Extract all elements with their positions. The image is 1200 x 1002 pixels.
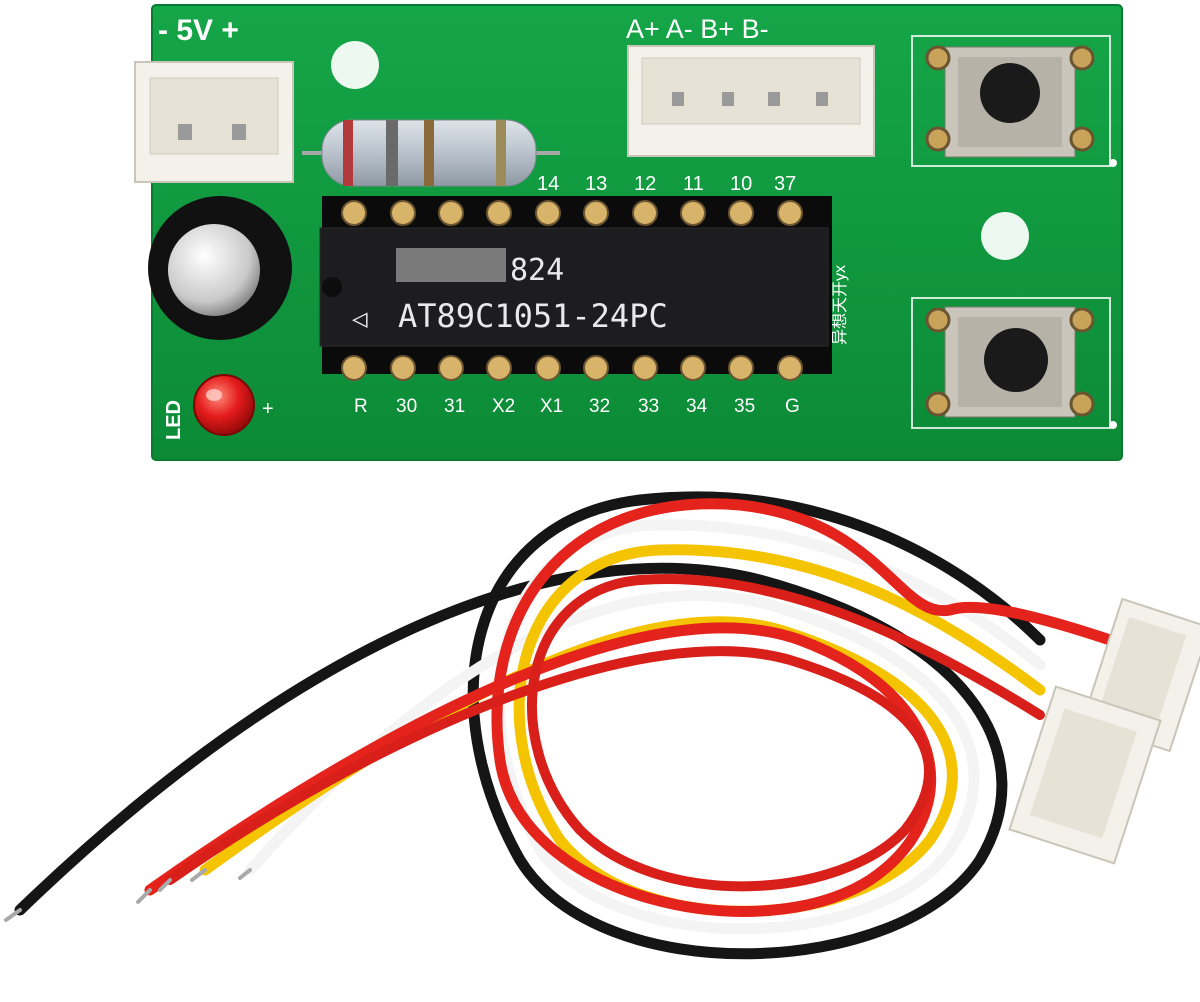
wire-white	[244, 519, 1046, 935]
pin-label: 11	[683, 173, 704, 195]
wire-connector-lower	[1008, 685, 1162, 865]
mounting-hole	[981, 212, 1029, 260]
motor-connector	[627, 45, 875, 157]
top-pin-labels: 14 13 12 11 10 37	[537, 173, 796, 195]
pin-label: 35	[734, 396, 755, 417]
capacitor	[148, 196, 292, 340]
chip-model: AT89C1051-24PC	[398, 297, 668, 335]
wire-red-inner	[165, 574, 1045, 892]
pin-label: X2	[492, 396, 515, 417]
mounting-hole	[331, 41, 379, 89]
chip-mark: ◁	[352, 304, 368, 334]
push-button-bottom	[925, 306, 1095, 418]
pin-label: 10	[730, 173, 752, 195]
pin-label: G	[785, 396, 800, 417]
pin-label: 31	[444, 396, 465, 417]
top-socket-pins	[341, 200, 803, 226]
led-label: LED	[163, 400, 185, 440]
power-connector	[134, 61, 294, 183]
pin-label: R	[354, 396, 368, 417]
ic-chip	[319, 227, 829, 347]
push-button-top	[925, 45, 1095, 158]
led-indicator	[193, 374, 255, 436]
bottom-socket-pins	[341, 355, 803, 381]
pin-label: 33	[638, 396, 659, 417]
pin-label: 13	[585, 173, 607, 195]
pin-label: 32	[589, 396, 610, 417]
pin-label: 12	[634, 173, 656, 195]
pin-label: 30	[396, 396, 417, 417]
ic-socket: 824 ◁ AT89C1051-24PC	[319, 196, 832, 381]
wire-red-outer	[144, 498, 1116, 917]
power-label: - 5V +	[158, 14, 239, 47]
resistor	[302, 119, 560, 187]
led-plus-label: +	[262, 398, 274, 420]
pin-label: 34	[686, 396, 708, 417]
blurred-logo	[396, 248, 506, 282]
pin-label: 14	[537, 173, 559, 195]
pin-label: X1	[540, 396, 563, 417]
side-text: 异想天开yx	[831, 265, 849, 345]
motor-label: A+ A- B+ B-	[626, 14, 769, 44]
pin-label: 37	[774, 173, 796, 195]
wire-harness	[4, 491, 1116, 960]
bottom-pin-labels: R 30 31 X2 X1 32 33 34 35 G	[354, 396, 800, 417]
wire-black	[14, 491, 1046, 960]
chip-code: 824	[510, 253, 564, 288]
